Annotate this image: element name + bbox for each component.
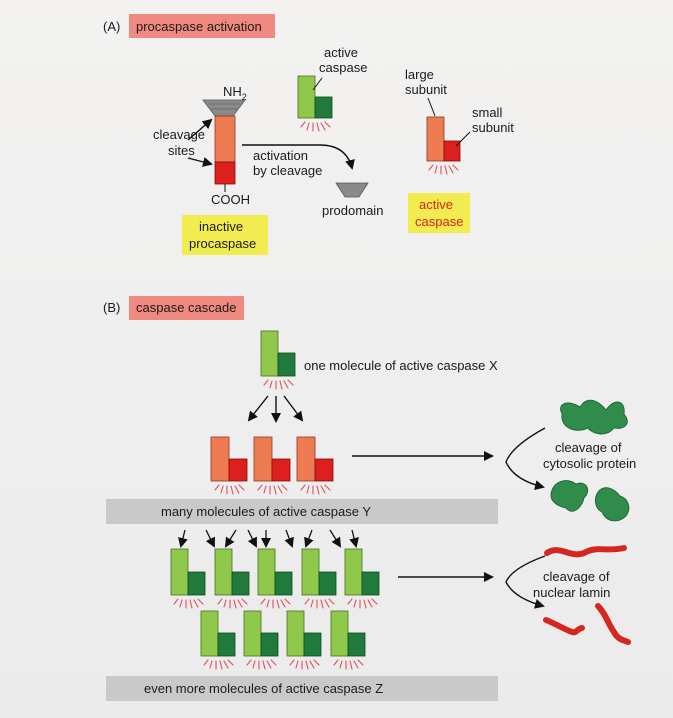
lamin-fragment-icon — [543, 617, 585, 636]
cleavage-arrow-upper — [187, 118, 213, 141]
active-caspase-label-1: active — [324, 45, 358, 60]
caspase-z-molecule — [257, 548, 293, 609]
active-caspase-box-label-2: caspase — [415, 214, 463, 229]
cytosolic-protein-icon — [560, 399, 628, 435]
caspase-z-band — [106, 676, 498, 701]
large-subunit-label-2: subunit — [405, 82, 447, 97]
arrow-x-to-y-1 — [247, 395, 269, 422]
procaspase-icon — [202, 99, 246, 185]
lamin-split-arrow — [505, 555, 546, 609]
caspase-z-group — [170, 548, 380, 670]
cleavage-sites-label-1: cleavage — [153, 127, 205, 142]
cytosolic-fragment-icon — [594, 487, 630, 522]
cytosolic-label-1: cleavage of — [555, 440, 622, 455]
prodomain-icon — [335, 182, 369, 198]
small-subunit-label-1: small — [472, 105, 502, 120]
caspase-x-molecule — [260, 330, 296, 390]
cytosolic-label-2: cytosolic protein — [543, 456, 636, 471]
inactive-procaspase-label-2: procaspase — [189, 236, 256, 251]
active-caspase-subunits-icon — [426, 116, 461, 175]
arrow-x-to-y-3 — [283, 395, 304, 422]
inactive-procaspase-box — [182, 215, 268, 255]
caspase-z-molecule — [330, 610, 366, 670]
small-subunit-pointer — [455, 131, 471, 147]
activation-label-1: activation — [253, 148, 308, 163]
caspase-z-molecule — [344, 548, 380, 609]
active-caspase-box — [408, 193, 470, 233]
nh2-label: NH2 — [223, 84, 247, 102]
caspase-y-band-label: many molecules of active caspase Y — [161, 504, 371, 519]
small-subunit-label-2: subunit — [472, 120, 514, 135]
caspase-z-molecule — [301, 548, 337, 609]
nuclear-lamin-icon — [544, 545, 627, 558]
lamin-fragment-icon — [595, 603, 631, 645]
caspase-z-molecule — [200, 610, 236, 670]
prodomain-label: prodomain — [322, 203, 383, 218]
inactive-procaspase-label-1: inactive — [199, 219, 243, 234]
panel-b-title-tag — [129, 296, 244, 320]
caspase-y-group — [210, 436, 334, 495]
cytosolic-split-arrow — [505, 427, 546, 490]
caspase-z-molecule — [214, 548, 250, 609]
cleavage-sites-label-2: sites — [168, 143, 195, 158]
lamin-label-2: nuclear lamin — [533, 585, 610, 600]
cleavage-arrow-lower — [187, 157, 213, 167]
caspase-z-band-label: even more molecules of active caspase Z — [144, 681, 383, 696]
large-subunit-pointer — [427, 97, 436, 117]
caspase-molecule-icon — [297, 75, 333, 132]
panel-b: (B) caspase cascade one molecule of acti… — [103, 296, 636, 701]
panel-a-title: procaspase activation — [136, 19, 262, 34]
caspase-y-molecule — [210, 436, 248, 495]
activation-arrow — [242, 144, 355, 170]
caspase-y-band — [106, 499, 498, 524]
active-caspase-label-2: caspase — [319, 60, 367, 75]
caspase-y-molecule — [296, 436, 334, 495]
arrows-y-to-z — [178, 529, 359, 548]
caspase-z-molecule — [243, 610, 279, 670]
active-caspase-box-label-1: active — [419, 197, 453, 212]
lamin-label-1: cleavage of — [543, 569, 610, 584]
panel-a-title-tag — [129, 14, 275, 38]
panel-b-title: caspase cascade — [136, 300, 236, 315]
caspase-x-label: one molecule of active caspase X — [304, 358, 498, 373]
activation-label-2: by cleavage — [253, 163, 322, 178]
caspase-z-molecule — [286, 610, 322, 670]
panel-b-letter: (B) — [103, 300, 120, 315]
cytosolic-fragment-icon — [550, 480, 589, 512]
caspase-y-molecule — [253, 436, 291, 495]
cooh-label: COOH — [211, 192, 250, 207]
panel-a: (A) procaspase activation NH2 COOH cleav… — [103, 14, 514, 255]
large-subunit-label-1: large — [405, 67, 434, 82]
caspase-z-molecule — [170, 548, 206, 609]
panel-a-letter: (A) — [103, 19, 120, 34]
active-caspase-pointer — [312, 77, 323, 91]
